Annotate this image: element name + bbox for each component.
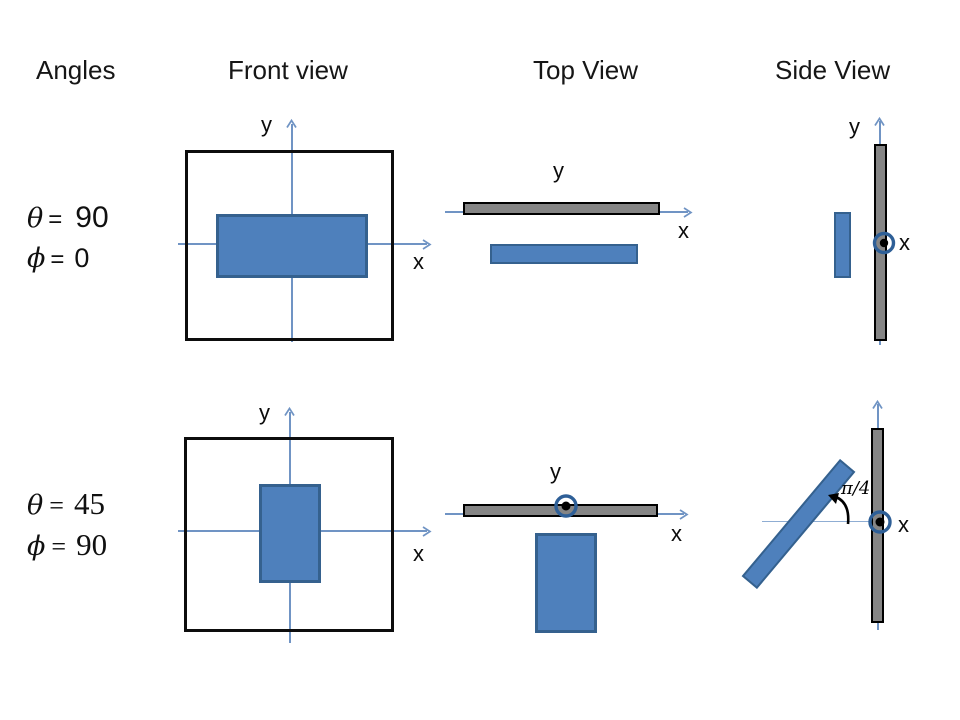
- row2-theta-equation: θ= 45: [27, 486, 105, 522]
- row1-top-x-label: x: [678, 218, 689, 243]
- row2-top-x-label: x: [671, 521, 682, 546]
- row2-side-z-axis: [762, 521, 872, 522]
- row2-front-x-label: x: [413, 541, 424, 566]
- equals-sign: =: [49, 491, 64, 520]
- row2-top-y-out-of-page-icon: [554, 494, 578, 518]
- row2-front-screen-outline: [184, 437, 394, 632]
- equals-sign: =: [48, 206, 63, 233]
- row2-top-plate: [535, 533, 597, 633]
- row1-front-x-label: x: [413, 249, 424, 274]
- column-header-top-view: Top View: [533, 55, 639, 85]
- phi-value: 90: [76, 527, 108, 562]
- row1-top-y-label: y: [553, 158, 564, 183]
- theta-symbol: θ: [27, 203, 44, 234]
- row1-side-plate-edge: [834, 212, 851, 278]
- equals-sign: =: [50, 246, 65, 273]
- row1-front-screen-outline: [185, 150, 394, 341]
- theta-value: 45: [73, 486, 105, 521]
- row1-front-y-arrowhead-icon: [286, 118, 297, 128]
- theta-value: 90: [75, 201, 109, 234]
- row2-side-angle-arc-arrow-icon: [828, 493, 850, 525]
- row1-side-y-label: y: [849, 114, 860, 139]
- row1-side-x-out-of-page-icon: [872, 231, 896, 255]
- row1-front-plate: [216, 214, 368, 278]
- row1-side-x-label: x: [899, 230, 910, 255]
- row2-front-y-label: y: [259, 400, 270, 425]
- theta-symbol: θ: [27, 490, 44, 521]
- column-header-angles: Angles: [36, 55, 116, 85]
- row1-front-x-arrowhead-icon: [422, 239, 432, 250]
- row2-side-x-out-of-page-icon: [868, 510, 892, 534]
- row2-top-y-label: y: [550, 459, 561, 484]
- row1-phi-equation: ϕ= 0: [27, 243, 89, 274]
- phi-symbol: ϕ: [27, 243, 46, 274]
- phi-symbol: ϕ: [27, 531, 46, 562]
- row1-side-y-arrowhead-icon: [874, 116, 885, 126]
- row2-front-x-arrowhead-icon: [422, 526, 432, 537]
- row2-front-plate: [259, 484, 321, 583]
- equals-sign: =: [51, 532, 67, 561]
- row1-top-plate-edge: [490, 244, 638, 264]
- row2-phi-equation: ϕ= 90: [27, 527, 107, 563]
- phi-value: 0: [74, 243, 90, 273]
- row2-side-angle-label: π/4: [841, 478, 871, 499]
- row2-side-x-label: x: [898, 512, 909, 537]
- row1-top-x-arrowhead-icon: [683, 207, 693, 218]
- row2-front-y-arrowhead-icon: [284, 406, 295, 416]
- row2-side-y-arrowhead-icon: [872, 399, 883, 409]
- row1-front-y-label: y: [261, 112, 272, 137]
- row1-theta-equation: θ= 90: [27, 201, 109, 235]
- column-header-side-view: Side View: [775, 55, 891, 85]
- column-header-front-view: Front view: [228, 55, 348, 85]
- row2-top-x-arrowhead-icon: [679, 509, 689, 520]
- row1-top-screen-edge: [463, 202, 660, 215]
